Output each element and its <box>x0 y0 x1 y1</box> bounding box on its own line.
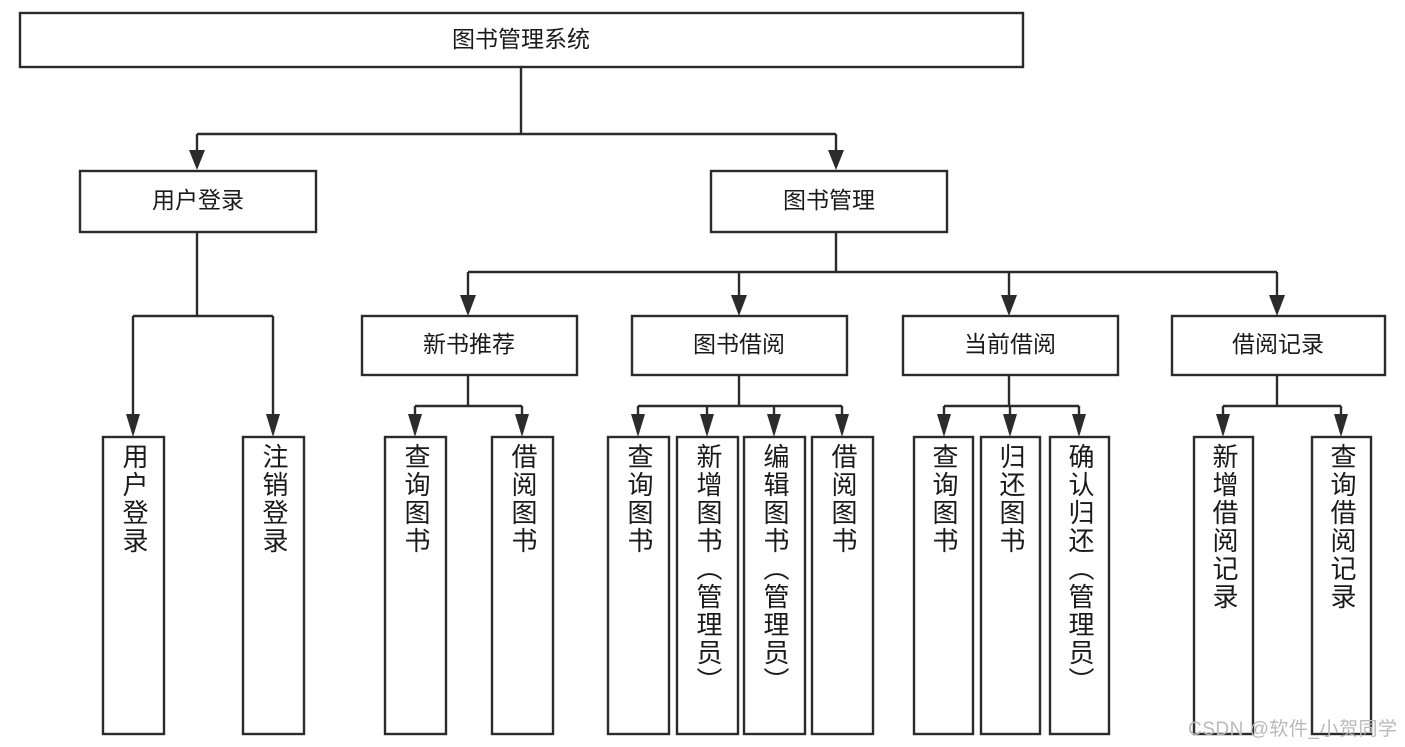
node-root-rect[interactable] <box>18 11 1025 69</box>
connector-group-current-borrow-to-leaves <box>937 375 1086 437</box>
node-new-book-recommend[interactable]: 新书推荐 <box>360 314 579 377</box>
arrow-leaf-logout-login <box>266 414 280 437</box>
connector-group-book-borrow-to-leaves <box>631 375 849 437</box>
arrow-new-book-recommend <box>460 295 476 316</box>
arrow-leaf-query-borrow-record <box>1334 414 1348 437</box>
node-book-borrow-label: 图书借阅 <box>693 331 785 357</box>
arrow-leaf-user-login <box>126 414 140 437</box>
arrow-leaf-edit-book-admin <box>767 414 781 437</box>
connector-group-root-to-level1 <box>189 67 844 170</box>
node-current-borrow-label: 当前借阅 <box>964 331 1056 357</box>
arrow-book-borrow <box>731 295 747 316</box>
arrow-leaf-add-borrow-record <box>1216 414 1230 437</box>
arrow-leaf-borrow-book-1 <box>515 414 529 437</box>
connector-group-book-management-to-level2 <box>460 232 1285 316</box>
leaf-logout-login-rect[interactable] <box>241 435 306 736</box>
arrow-leaf-return-book <box>1003 414 1017 437</box>
connector-group-user-login-to-leaves <box>126 232 280 437</box>
node-borrow-record-label: 借阅记录 <box>1232 331 1324 357</box>
leaf-return-book-rect[interactable] <box>979 435 1042 736</box>
node-book-management[interactable]: 图书管理 <box>709 169 949 234</box>
node-borrow-record[interactable]: 借阅记录 <box>1170 314 1387 377</box>
leaf-borrow-book-1-rect[interactable] <box>490 435 555 736</box>
node-book-borrow-rect[interactable] <box>630 314 849 377</box>
arrow-borrow-record <box>1269 295 1285 316</box>
leaf-confirm-return-admin-rect[interactable] <box>1048 435 1111 736</box>
leaf-query-book-3-rect[interactable] <box>912 435 975 736</box>
arrow-user-login <box>189 150 205 170</box>
arrow-leaf-query-book-2 <box>631 414 645 437</box>
arrow-current-borrow <box>1001 295 1017 316</box>
node-user-login-label: 用户登录 <box>152 187 244 213</box>
leaf-edit-book-admin-rect[interactable] <box>742 435 807 736</box>
arrow-leaf-query-book-3 <box>937 414 951 437</box>
node-borrow-record-rect[interactable] <box>1170 314 1387 377</box>
node-root-label: 图书管理系统 <box>452 26 590 52</box>
leaf-add-book-admin-rect[interactable] <box>675 435 740 736</box>
leaf-add-borrow-record-rect[interactable] <box>1192 435 1255 736</box>
leaf-nodes-group <box>101 435 1373 736</box>
watermark-text: CSDN @软件_小贺同学 <box>1188 719 1398 740</box>
arrow-book-management <box>828 150 844 170</box>
leaf-user-login-rect[interactable] <box>101 435 166 736</box>
node-user-login-rect[interactable] <box>78 169 318 234</box>
node-book-management-label: 图书管理 <box>783 187 875 213</box>
node-book-management-rect[interactable] <box>709 169 949 234</box>
leaf-query-borrow-record-rect[interactable] <box>1310 435 1373 736</box>
node-user-login[interactable]: 用户登录 <box>78 169 318 234</box>
arrow-leaf-add-book-admin <box>700 414 714 437</box>
leaf-borrow-book-2-rect[interactable] <box>810 435 875 736</box>
connector-group-new-book-to-leaves <box>408 375 529 437</box>
connector-group-borrow-record-to-leaves <box>1216 375 1348 437</box>
node-new-book-recommend-rect[interactable] <box>360 314 579 377</box>
leaf-query-book-2-rect[interactable] <box>606 435 671 736</box>
node-new-book-recommend-label: 新书推荐 <box>423 331 515 357</box>
leaf-query-book-1-rect[interactable] <box>383 435 448 736</box>
arrow-leaf-query-book-1 <box>408 414 422 437</box>
arrow-leaf-confirm-return-admin <box>1072 414 1086 437</box>
node-current-borrow[interactable]: 当前借阅 <box>901 314 1120 377</box>
node-book-borrow[interactable]: 图书借阅 <box>630 314 849 377</box>
node-root[interactable]: 图书管理系统 <box>18 11 1025 69</box>
node-current-borrow-rect[interactable] <box>901 314 1120 377</box>
arrow-leaf-borrow-book-2 <box>835 414 849 437</box>
